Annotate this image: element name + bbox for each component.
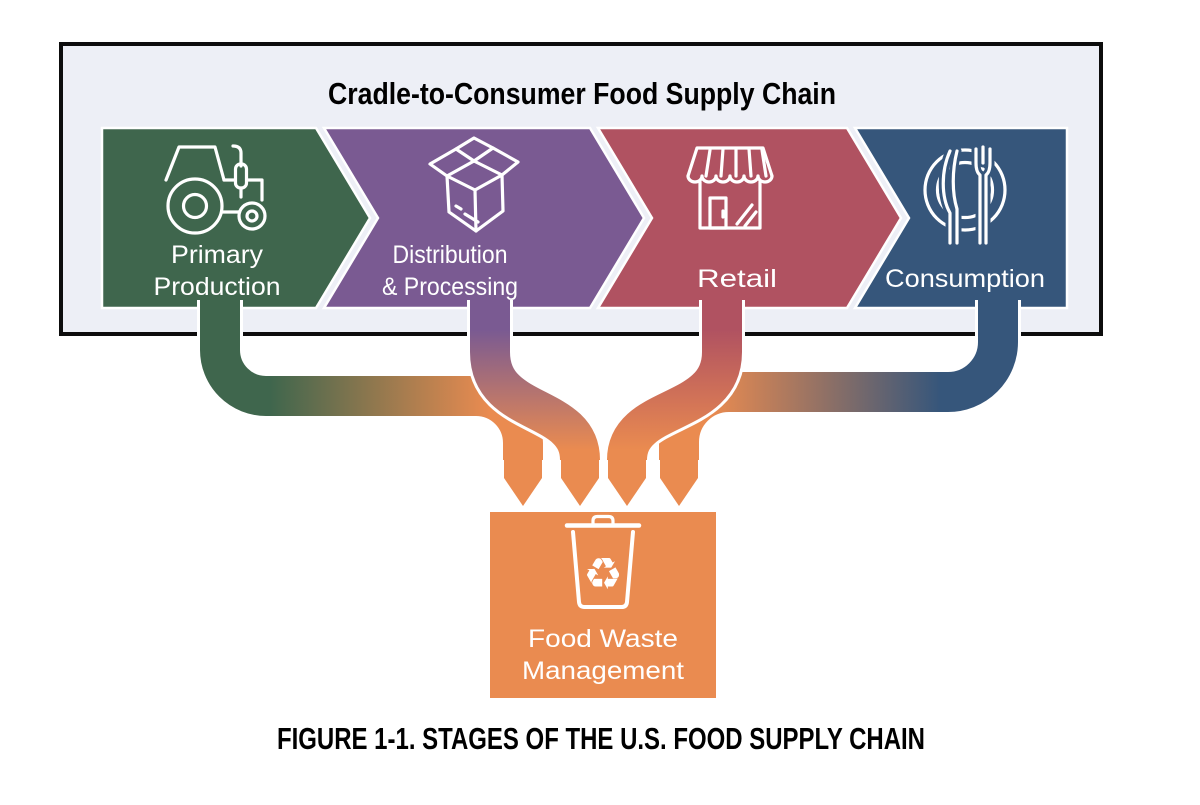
flow-arrowhead-consumption bbox=[660, 450, 698, 506]
trash-recycle-icon: ♻ bbox=[564, 514, 642, 609]
sink-label-food-waste: Food Waste bbox=[528, 625, 678, 653]
figure-caption: FIGURE 1-1. STAGES OF THE U.S. FOOD SUPP… bbox=[277, 721, 925, 756]
sink-label-management: Management bbox=[522, 657, 684, 685]
fork-icon bbox=[974, 147, 982, 245]
stage-label-processing: & Processing bbox=[382, 273, 518, 301]
stage-label-retail: Retail bbox=[697, 265, 777, 293]
panel-title: Cradle-to-Consumer Food Supply Chain bbox=[328, 76, 836, 111]
tractor-icon bbox=[164, 144, 267, 235]
flow-arrowhead-distribution bbox=[561, 450, 599, 506]
flow-arrowhead-primary bbox=[504, 450, 542, 506]
stage-chevron-distribution-processing bbox=[321, 126, 646, 310]
stage-label-primary: Primary bbox=[171, 241, 264, 269]
plate-cutlery-icon bbox=[923, 142, 1007, 248]
open-box-icon bbox=[428, 136, 520, 233]
stage-label-distribution: Distribution bbox=[393, 241, 508, 269]
stage-label-consumption: Consumption bbox=[885, 265, 1045, 293]
storefront-icon bbox=[686, 146, 774, 230]
knife-icon bbox=[941, 149, 952, 245]
stage-label-production: Production bbox=[154, 273, 281, 301]
flow-arrowhead-retail bbox=[608, 450, 646, 506]
recycle-icon: ♻ bbox=[583, 549, 622, 600]
flow-distribution-to-waste bbox=[467, 300, 603, 463]
flow-retail-to-waste bbox=[604, 300, 745, 463]
